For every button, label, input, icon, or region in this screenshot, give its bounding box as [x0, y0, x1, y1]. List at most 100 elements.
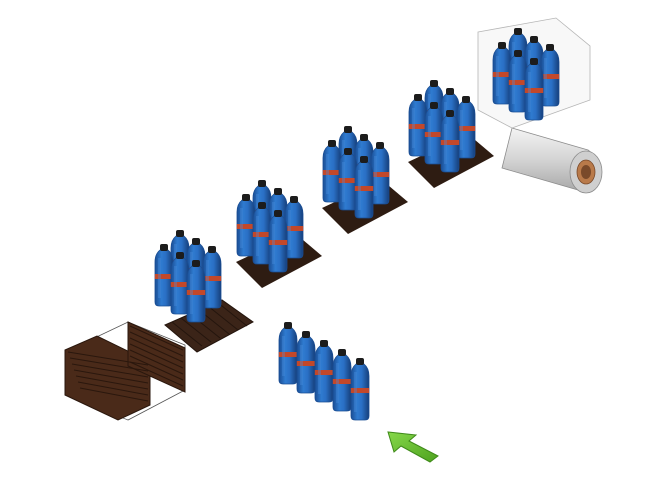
bottle — [252, 202, 272, 265]
bottle-label-band — [154, 274, 174, 279]
bottle — [440, 110, 460, 173]
bottle-highlight — [272, 224, 275, 264]
bottle-highlight — [528, 72, 531, 112]
grain-line — [67, 351, 149, 366]
bottle-cap — [430, 102, 438, 109]
bottle — [424, 102, 444, 165]
bottle-label-band — [338, 178, 358, 183]
bottle-label-band — [408, 124, 428, 129]
bottle-cap — [414, 94, 422, 101]
bottle — [524, 58, 544, 121]
bottle-highlight — [412, 108, 415, 148]
bottle-label-band — [314, 370, 334, 375]
grain-line — [77, 381, 149, 396]
bottle-cap — [430, 80, 438, 87]
bottle-highlight — [158, 258, 161, 298]
bottle-highlight — [318, 354, 321, 394]
bottle-label-band — [268, 240, 288, 245]
bottle — [508, 50, 528, 113]
bottle-cap — [302, 331, 310, 338]
film-roll-core-hole — [581, 165, 591, 179]
bottle-highlight — [300, 345, 303, 385]
bottle-cap — [360, 156, 368, 163]
bottle-highlight — [512, 64, 515, 104]
bottle-label-band — [332, 379, 352, 384]
bottle-highlight — [326, 154, 329, 194]
bottle-cap — [208, 246, 216, 253]
bottle — [186, 260, 206, 323]
bottle-cap — [290, 196, 298, 203]
bottle — [370, 142, 390, 205]
grain-line — [71, 363, 149, 378]
bottle — [492, 42, 512, 105]
bottle — [456, 96, 476, 159]
bottle — [354, 156, 374, 219]
bottle — [332, 349, 352, 412]
grain-line — [129, 349, 184, 375]
bottle — [236, 194, 256, 257]
bottle-label-band — [278, 352, 298, 357]
bottle-label-band — [236, 224, 256, 229]
bottle — [284, 196, 304, 259]
infeed-arrow-shape — [387, 431, 439, 463]
bottle-highlight — [174, 266, 177, 306]
bottle-cap — [160, 244, 168, 251]
bottle-cap — [258, 202, 266, 209]
pack-wrapping — [492, 28, 560, 121]
carton-blank — [64, 321, 186, 421]
bottle-highlight — [282, 336, 285, 376]
bottle-highlight — [190, 274, 193, 314]
bottle-highlight — [374, 156, 377, 196]
bottle-cap — [176, 230, 184, 237]
bottle-label-band — [322, 170, 342, 175]
bottle-highlight — [428, 116, 431, 156]
bottle-label-band — [252, 232, 272, 237]
bottle-highlight — [354, 372, 357, 412]
bottle-cap — [274, 210, 282, 217]
bottle-highlight — [336, 363, 339, 403]
bottle-cap — [258, 180, 266, 187]
bottle-cap — [498, 42, 506, 49]
bottle-cap — [360, 134, 368, 141]
grain-line — [129, 361, 184, 387]
bottle-cap — [274, 188, 282, 195]
bottle-cap — [446, 88, 454, 95]
bottle — [408, 94, 428, 157]
carton-wood-grain — [67, 325, 184, 402]
bottle-label-band — [370, 172, 390, 177]
grain-line — [73, 369, 149, 384]
shrink-film-roll — [501, 127, 603, 194]
bottle-label-band — [440, 140, 460, 145]
grain-line — [129, 331, 184, 357]
grain-line — [171, 321, 203, 347]
bottle-cap — [284, 322, 292, 329]
bottle-cap — [446, 110, 454, 117]
bottle-label-band — [508, 80, 528, 85]
bottle-label-band — [424, 132, 444, 137]
bottle-highlight — [240, 208, 243, 248]
bottle-cap — [462, 96, 470, 103]
bottle-highlight — [460, 110, 463, 150]
bottle-cap — [320, 340, 328, 347]
bottle-highlight — [358, 170, 361, 210]
bottle-label-band — [492, 72, 512, 77]
bottle-highlight — [496, 56, 499, 96]
bottle-highlight — [206, 260, 209, 300]
bottle-label-band — [284, 226, 304, 231]
bottle-cap — [344, 126, 352, 133]
bottle — [268, 210, 288, 273]
bottle-label-band — [540, 74, 560, 79]
bottle-highlight — [256, 216, 259, 256]
grain-line — [207, 305, 239, 331]
grain-line — [129, 325, 184, 351]
bottle-label-band — [456, 126, 476, 131]
bottle-label-band — [524, 88, 544, 93]
bottle-cap — [514, 28, 522, 35]
pack-conveying — [322, 126, 390, 219]
bottle-cap — [192, 260, 200, 267]
bottle — [296, 331, 316, 394]
grain-line — [79, 387, 149, 402]
grain-line — [129, 337, 184, 363]
bottle-highlight — [544, 58, 547, 98]
